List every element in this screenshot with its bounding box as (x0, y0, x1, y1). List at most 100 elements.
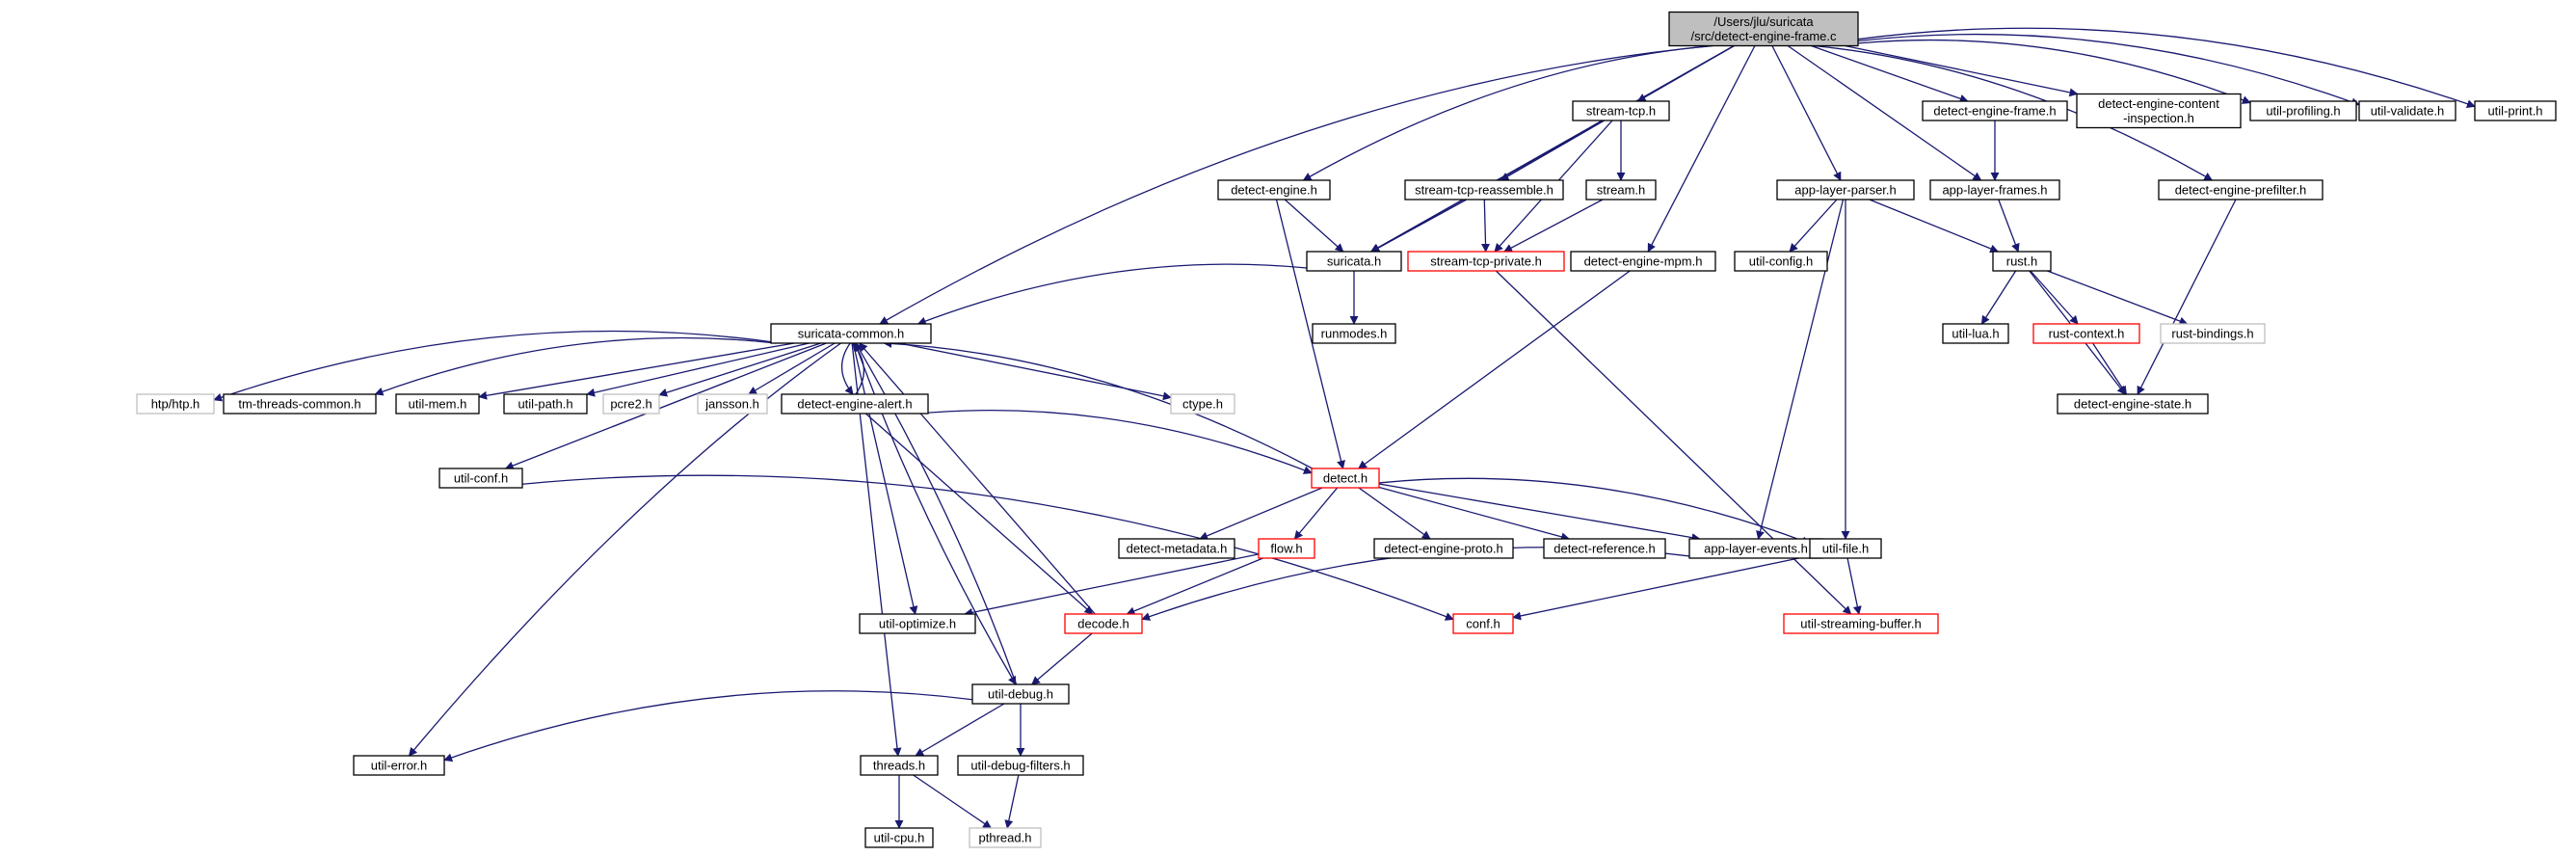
edge-util-debug-to-util-error (443, 690, 973, 762)
node-rust[interactable]: rust.h (1992, 251, 2052, 272)
node-label: detect-engine-alert.h (797, 397, 912, 412)
node-util-config[interactable]: util-config.h (1734, 251, 1828, 272)
node-box (860, 755, 939, 776)
node-detect-engine-proto[interactable]: detect-engine-proto.h (1373, 538, 1514, 559)
node-box (503, 393, 588, 415)
node-label: stream-tcp-private.h (1430, 254, 1542, 269)
node-pthread: pthread.h (969, 827, 1042, 848)
node-tm-threads-common[interactable]: tm-threads-common.h (223, 393, 377, 415)
node-label: conf.h (1466, 617, 1500, 631)
node-label: /Users/jlu/suricata (1713, 14, 1814, 29)
node-threads[interactable]: threads.h (860, 755, 939, 776)
node-box (1734, 251, 1828, 272)
node-box (971, 683, 1070, 705)
node-label: pcre2.h (610, 397, 651, 412)
node-util-cpu[interactable]: util-cpu.h (864, 827, 934, 848)
node-util-conf[interactable]: util-conf.h (438, 468, 523, 489)
node-util-optimize[interactable]: util-optimize.h (859, 613, 976, 634)
edge-stream-tcp-reassemble-to-suricata (1370, 199, 1468, 253)
node-box (1992, 251, 2052, 272)
node-flow[interactable]: flow.h (1258, 538, 1315, 559)
node-label: htp/htp.h (151, 397, 200, 412)
node-util-mem[interactable]: util-mem.h (395, 393, 480, 415)
node-util-profiling[interactable]: util-profiling.h (2249, 100, 2357, 121)
edge-app-layer-frames-to-rust (1998, 199, 2020, 253)
edge-util-conf-to-conf (521, 474, 1454, 621)
edge-root-to-app-layer-parser (1771, 45, 1842, 181)
node-label: detect-engine-proto.h (1384, 542, 1503, 556)
node-util-streaming-buffer[interactable]: util-streaming-buffer.h (1783, 613, 1939, 634)
edge-detect-to-app-layer-events (1378, 483, 1701, 543)
node-decode[interactable]: decode.h (1064, 613, 1143, 634)
node-stream[interactable]: stream.h (1585, 179, 1657, 201)
node-label: util-conf.h (454, 471, 508, 486)
node-detect-engine-state[interactable]: detect-engine-state.h (2057, 393, 2209, 415)
node-rust-context[interactable]: rust-context.h (2032, 323, 2140, 344)
node-label: flow.h (1270, 542, 1302, 556)
node-app-layer-parser[interactable]: app-layer-parser.h (1776, 179, 1915, 201)
edge-suricata-common-to-ctype (898, 342, 1172, 401)
edge-detect-to-detect-metadata (1199, 487, 1323, 541)
edge-suricata-common-to-util-error (408, 342, 841, 757)
node-util-debug-filters[interactable]: util-debug-filters.h (957, 755, 1084, 776)
node-box (1942, 323, 2009, 344)
edge-detect-engine-prefilter-to-detect-engine-state (2137, 199, 2237, 395)
node-box (2358, 100, 2456, 121)
node-detect[interactable]: detect.h (1311, 468, 1380, 489)
node-root[interactable]: /Users/jlu/suricata/src/detect-engine-fr… (1668, 11, 1859, 47)
node-box (697, 393, 768, 415)
node-box (602, 393, 660, 415)
edge-root-to-detect-engine (1302, 44, 1713, 181)
edge-root-to-detect-engine-frame (1811, 44, 1969, 103)
node-box (969, 827, 1042, 848)
node-util-file[interactable]: util-file.h (1809, 538, 1882, 559)
node-label: stream-tcp.h (1586, 104, 1656, 119)
node-detect-engine-alert[interactable]: detect-engine-alert.h (781, 393, 929, 415)
node-suricata-common[interactable]: suricata-common.h (770, 323, 932, 344)
node-label: app-layer-frames.h (1942, 183, 2047, 198)
node-stream-tcp[interactable]: stream-tcp.h (1572, 100, 1670, 121)
edge-stream-tcp-private-to-util-streaming-buffer (1495, 270, 1852, 615)
node-suricata[interactable]: suricata.h (1306, 251, 1402, 272)
node-stream-tcp-reassemble[interactable]: stream-tcp-reassemble.h (1404, 179, 1564, 201)
node-detect-metadata[interactable]: detect-metadata.h (1118, 538, 1235, 559)
node-detect-engine-frame[interactable]: detect-engine-frame.h (1922, 100, 2068, 121)
node-box (1570, 251, 1716, 272)
edge-suricata-to-suricata-common (916, 263, 1308, 326)
node-util-path[interactable]: util-path.h (503, 393, 588, 415)
node-stream-tcp-private[interactable]: stream-tcp-private.h (1407, 251, 1565, 272)
node-detect-engine-mpm[interactable]: detect-engine-mpm.h (1570, 251, 1716, 272)
node-detect-reference[interactable]: detect-reference.h (1543, 538, 1666, 559)
edge-detect-engine-to-suricata (1284, 199, 1344, 253)
node-label: util-cpu.h (874, 831, 925, 845)
node-app-layer-events[interactable]: app-layer-events.h (1688, 538, 1823, 559)
node-box (1312, 323, 1396, 344)
edge-suricata-common-to-util-path (586, 342, 810, 397)
node-label: jansson.h (704, 397, 759, 412)
node-util-validate[interactable]: util-validate.h (2358, 100, 2456, 121)
node-box (1404, 179, 1564, 201)
node-util-print[interactable]: util-print.h (2474, 100, 2557, 121)
node-box (1118, 538, 1235, 559)
edge-rust-to-rust-context (2030, 270, 2079, 325)
node-util-lua[interactable]: util-lua.h (1942, 323, 2009, 344)
node-runmodes[interactable]: runmodes.h (1312, 323, 1396, 344)
node-label: app-layer-events.h (1704, 542, 1808, 556)
node-box (859, 613, 976, 634)
edge-suricata-common-to-pcre2 (658, 342, 821, 397)
node-conf[interactable]: conf.h (1452, 613, 1514, 634)
node-label: util-debug.h (988, 687, 1053, 702)
node-detect-engine-content-inspection[interactable]: detect-engine-content-inspection.h (2076, 93, 2242, 129)
node-box (2057, 393, 2209, 415)
edge-detect-to-detect-reference (1378, 486, 1571, 542)
node-detect-engine[interactable]: detect-engine.h (1217, 179, 1331, 201)
edge-root-to-detect-engine-prefilter (1813, 44, 2214, 181)
node-util-error[interactable]: util-error.h (353, 755, 445, 776)
node-app-layer-frames[interactable]: app-layer-frames.h (1929, 179, 2060, 201)
node-label: ctype.h (1182, 397, 1223, 412)
node-detect-engine-prefilter[interactable]: detect-engine-prefilter.h (2158, 179, 2324, 201)
edge-root-to-util-validate (1857, 33, 2360, 107)
node-util-debug[interactable]: util-debug.h (971, 683, 1070, 705)
edge-rust-context-to-detect-engine-state (2092, 342, 2127, 395)
edge-detect-to-detect-engine-proto (1358, 487, 1431, 540)
